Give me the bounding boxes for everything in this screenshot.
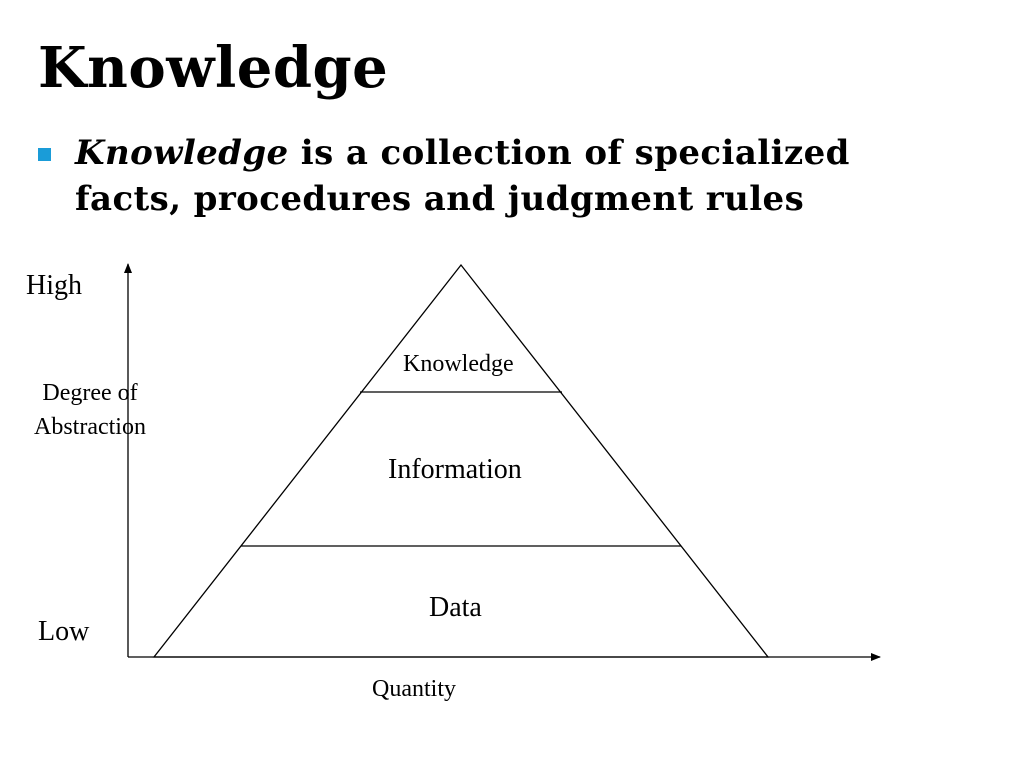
bullet-text: Knowledge is a collection of specialized… (75, 130, 935, 222)
pyramid-level-knowledge: Knowledge (403, 351, 514, 377)
x-axis-title: Quantity (372, 676, 456, 702)
pyramid-level-information: Information (388, 454, 522, 485)
pyramid-level-data: Data (429, 592, 482, 623)
y-axis-low-label: Low (38, 616, 90, 647)
slide-title: Knowledge (38, 35, 389, 101)
y-axis-high-label: High (26, 270, 82, 301)
square-bullet-icon (38, 148, 51, 161)
pyramid-outline (152, 263, 770, 658)
bullet-term: Knowledge (75, 133, 289, 173)
bullet-definition: is a collection of specialized facts, pr… (75, 133, 850, 219)
y-axis-title: Degree of Abstraction (34, 380, 146, 440)
